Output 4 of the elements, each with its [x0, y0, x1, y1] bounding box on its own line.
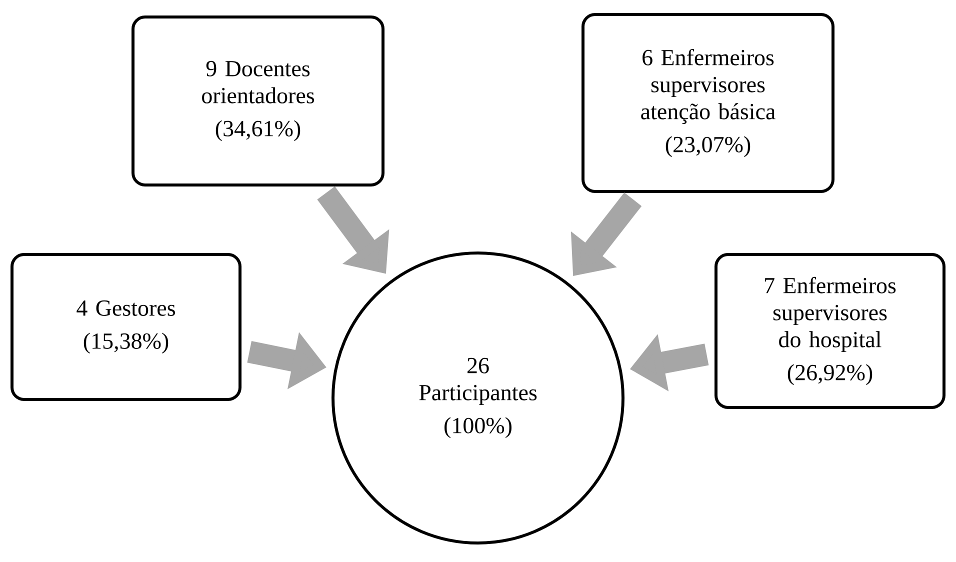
group-box: 6 Enfermeiros supervisores atenção básica (23,07%)	[582, 13, 834, 193]
group-box: 9 Docentes orientadores (34,61%)	[132, 16, 384, 186]
group-box: 4 Gestores (15,38%)	[10, 252, 242, 401]
group-box: 7 Enfermeiros supervisores do hospital (26,92%)	[714, 252, 946, 409]
